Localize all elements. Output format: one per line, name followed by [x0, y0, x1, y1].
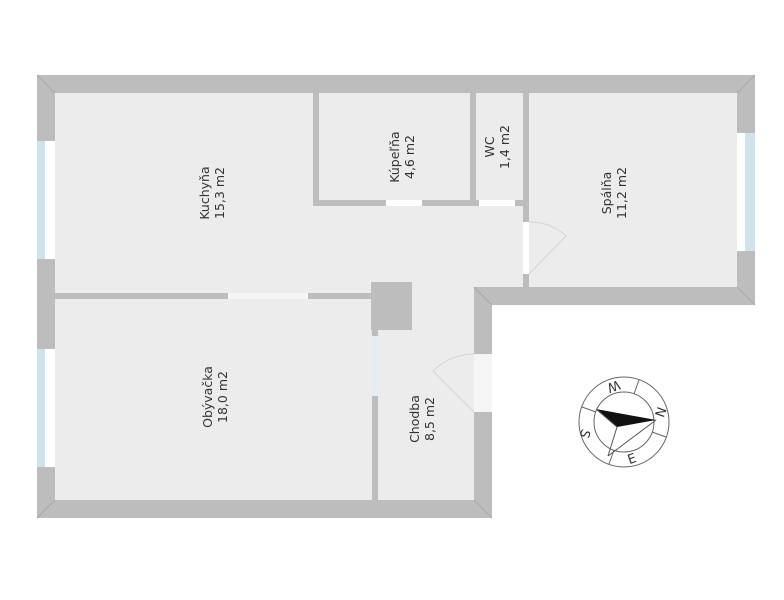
- room-name: Kuchyňa: [197, 166, 212, 220]
- room-label-bathroom: Kúpeľňa 4,6 m2: [387, 117, 417, 197]
- door-bathroom[interactable]: [386, 200, 422, 206]
- room-area: 18,0 m2: [215, 371, 230, 423]
- wall-wc-bedroom: [523, 93, 529, 305]
- outer-wall-top: [37, 75, 755, 93]
- room-label-bedroom: Spálňa 11,2 m2: [599, 148, 629, 238]
- entrance-door[interactable]: [474, 354, 492, 412]
- wall-bathroom-left: [313, 93, 319, 206]
- outer-wall-bedroom-bottom: [474, 287, 755, 305]
- door-wc[interactable]: [479, 200, 515, 206]
- room-label-wc: WC 1,4 m2: [482, 112, 512, 182]
- window-bedroom: [737, 133, 755, 251]
- room-name: Spálňa: [599, 171, 614, 215]
- room-label-living: Obývačka 18,0 m2: [200, 347, 230, 447]
- entrance-door-swing: [432, 353, 475, 413]
- room-name: WC: [482, 136, 497, 158]
- room-area: 4,6 m2: [402, 135, 417, 179]
- room-name: Obývačka: [200, 366, 215, 428]
- door-bedroom[interactable]: [523, 222, 529, 274]
- compass: N E S W: [574, 372, 674, 472]
- wall-living-hallway: [372, 282, 378, 518]
- room-area: 15,3 m2: [212, 167, 227, 219]
- room-name: Chodba: [407, 395, 422, 443]
- room-label-hallway: Chodba 8,5 m2: [407, 379, 437, 459]
- compass-rose-icon: [578, 376, 670, 468]
- bathroom-floor: [318, 93, 470, 201]
- room-label-kitchen: Kuchyňa 15,3 m2: [197, 143, 227, 243]
- door-living[interactable]: [372, 336, 378, 396]
- room-name: Kúpeľňa: [387, 131, 402, 183]
- wall-kitchen-living: [55, 293, 372, 299]
- window-kitchen: [37, 141, 55, 259]
- living-floor: [55, 299, 373, 501]
- opening-kitchen-living: [228, 293, 308, 299]
- structural-column: [371, 282, 412, 330]
- wall-bathroom-wc: [470, 93, 476, 206]
- bedroom-floor: [528, 93, 738, 288]
- bedroom-door-swing: [528, 221, 567, 275]
- wc-floor: [476, 93, 524, 201]
- outer-wall-bottom: [37, 500, 492, 518]
- window-living: [37, 349, 55, 467]
- hall-upper-floor: [313, 205, 525, 293]
- room-area: 11,2 m2: [614, 167, 629, 219]
- room-area: 1,4 m2: [497, 125, 512, 169]
- room-area: 8,5 m2: [422, 397, 437, 441]
